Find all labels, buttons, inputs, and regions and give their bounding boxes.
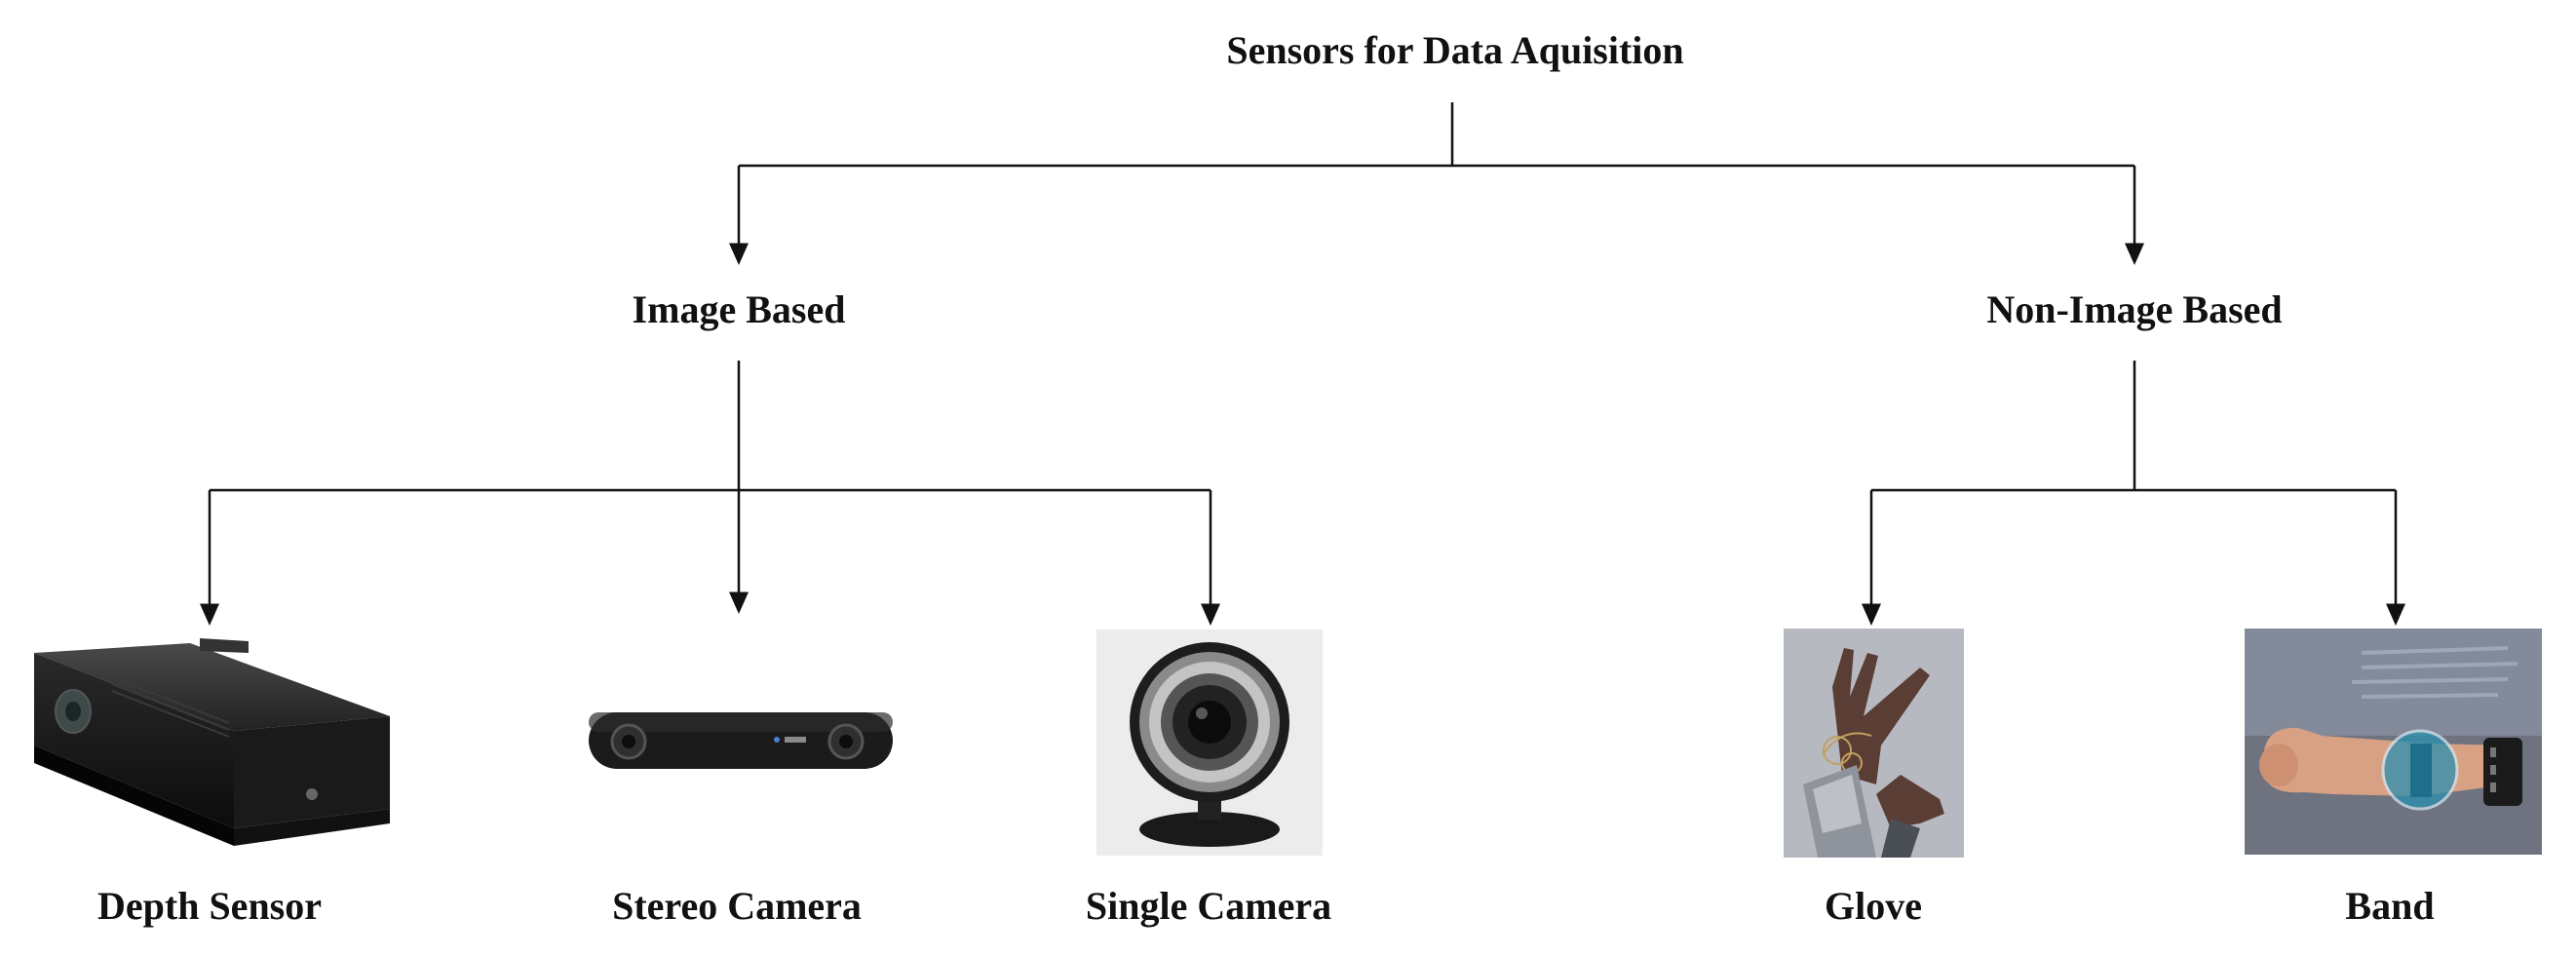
stereo-camera-icon — [589, 712, 893, 769]
root-label: Sensors for Data Aquisition — [1226, 28, 1684, 72]
category-label-non-image-based: Non-Image Based — [1986, 287, 2283, 331]
armband-icon — [2245, 629, 2542, 855]
data-glove-icon — [1784, 629, 1964, 858]
leaf-label-depth-sensor: Depth Sensor — [96, 884, 323, 928]
leaf-label-single-camera: Single Camera — [1085, 884, 1332, 928]
category-label-image-based: Image Based — [632, 287, 846, 331]
depth-sensor-icon — [34, 638, 390, 846]
leaf-label-stereo-camera: Stereo Camera — [612, 884, 862, 928]
webcam-icon — [1096, 630, 1323, 856]
leaf-label-glove: Glove — [1825, 884, 1922, 928]
leaf-label-band: Band — [2345, 884, 2435, 928]
